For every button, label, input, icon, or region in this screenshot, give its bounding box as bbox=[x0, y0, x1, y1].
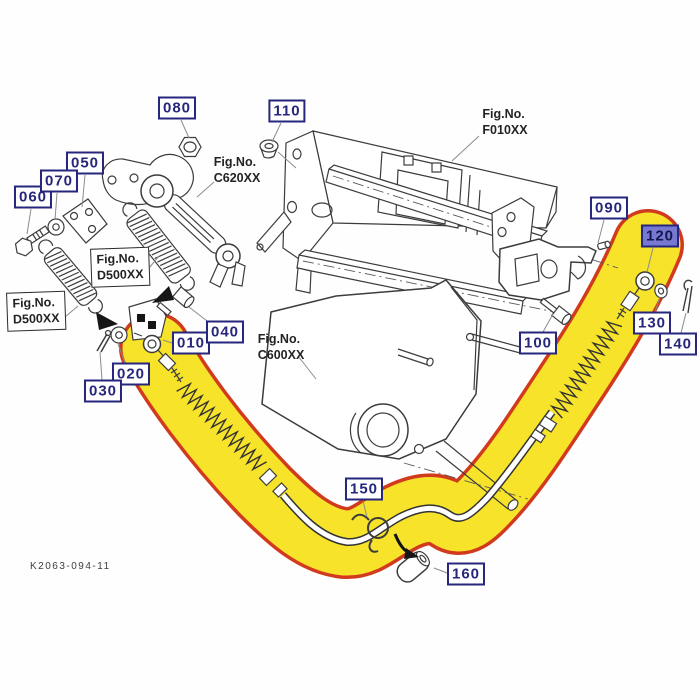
part-label-100[interactable]: 100 bbox=[518, 331, 558, 355]
part-label-090[interactable]: 090 bbox=[589, 196, 629, 220]
figure-code: C620XX bbox=[213, 171, 261, 185]
figure-prefix: Fig.No. bbox=[96, 251, 140, 267]
cable-coil-right bbox=[549, 320, 623, 419]
cable-coil-left bbox=[176, 382, 267, 472]
cotter-pin-030 bbox=[96, 329, 112, 353]
control-cable bbox=[142, 271, 655, 546]
figure-label-d500xx-2[interactable]: Fig.No.D500XX bbox=[90, 246, 150, 288]
collar-110 bbox=[259, 139, 297, 169]
bell-crank-lever bbox=[101, 153, 246, 288]
washer-020 bbox=[110, 326, 128, 344]
bolt-100 bbox=[539, 297, 572, 325]
part-label-050[interactable]: 050 bbox=[65, 151, 105, 175]
figure-label-c600xx-4[interactable]: Fig.No. C600XX bbox=[258, 331, 305, 364]
washer-130 bbox=[654, 283, 668, 299]
part-label-150[interactable]: 150 bbox=[344, 477, 384, 501]
part-label-030[interactable]: 030 bbox=[83, 379, 123, 403]
part-label-160[interactable]: 160 bbox=[446, 562, 486, 586]
frame-assembly bbox=[256, 130, 619, 315]
figure-label-f010xx-1[interactable]: Fig.No. F010XX bbox=[482, 106, 527, 139]
figure-code: C600XX bbox=[257, 348, 305, 362]
cable-eye-left bbox=[142, 334, 184, 383]
bolt-040 bbox=[156, 286, 195, 317]
drawing-number: K2063-094-11 bbox=[30, 561, 111, 572]
right-bracket-assembly bbox=[491, 197, 611, 325]
part-label-040[interactable]: 040 bbox=[205, 320, 245, 344]
part-label-070[interactable]: 070 bbox=[39, 169, 79, 193]
housing-c600xx bbox=[261, 279, 529, 511]
figure-label-d500xx-3[interactable]: Fig.No.D500XX bbox=[6, 290, 66, 332]
figure-prefix: Fig.No. bbox=[257, 331, 301, 346]
plate-050 bbox=[62, 198, 108, 244]
part-label-010[interactable]: 010 bbox=[171, 331, 211, 355]
grommet-160 bbox=[396, 550, 431, 583]
figure-code: F010XX bbox=[482, 123, 528, 137]
figure-prefix: Fig.No. bbox=[213, 154, 257, 169]
figure-code: D500XX bbox=[12, 311, 60, 327]
figure-prefix: Fig.No. bbox=[12, 295, 56, 311]
bolt-060 bbox=[14, 225, 50, 257]
spring-d500xx-left bbox=[38, 239, 103, 314]
part-label-130[interactable]: 130 bbox=[632, 311, 672, 335]
figure-code: D500XX bbox=[96, 267, 144, 283]
cable-bracket-010 bbox=[128, 298, 167, 341]
figure-label-c620xx-0[interactable]: Fig.No. C620XX bbox=[214, 154, 261, 187]
part-label-080[interactable]: 080 bbox=[157, 96, 197, 120]
spring-d500xx-center bbox=[122, 202, 195, 291]
arrow-to-grommet bbox=[393, 533, 419, 559]
nut-080 bbox=[178, 136, 202, 158]
part-label-110[interactable]: 110 bbox=[268, 99, 306, 123]
assembly-arrows bbox=[96, 286, 174, 330]
figure-prefix: Fig.No. bbox=[482, 106, 525, 121]
cable-clamp-150 bbox=[351, 513, 389, 553]
pin-090 bbox=[597, 240, 611, 251]
part-label-120[interactable]: 120 bbox=[640, 224, 680, 248]
washer-070 bbox=[47, 218, 65, 236]
cotter-pin-140 bbox=[682, 279, 693, 314]
part-label-140[interactable]: 140 bbox=[658, 332, 698, 356]
cable-eye-right bbox=[616, 271, 655, 320]
